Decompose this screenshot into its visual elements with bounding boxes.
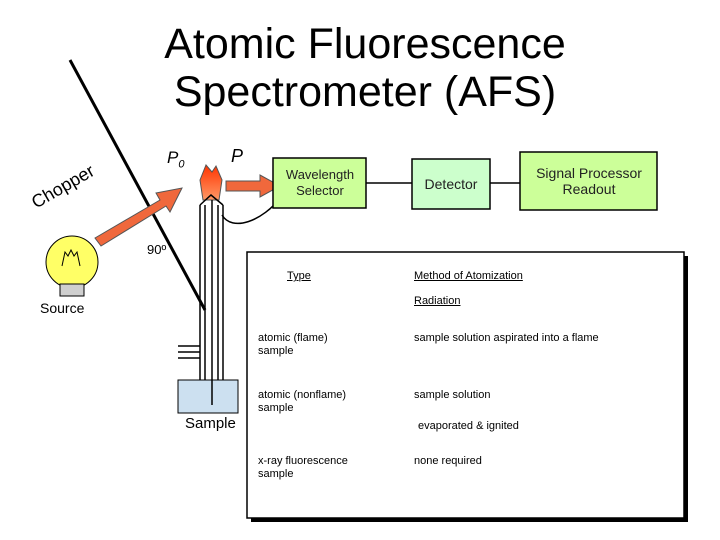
table-frame	[246, 251, 685, 519]
table-header-radiation: Radiation	[414, 295, 461, 307]
p0-subscript: 0	[178, 158, 185, 171]
table-header-method: Method of Atomization	[414, 270, 523, 282]
title-line-1: Atomic Fluorescence	[164, 20, 566, 68]
wavelength-selector-label: Wavelength Selector	[285, 167, 355, 198]
detector-box	[411, 158, 491, 210]
table-header-type: Type	[287, 270, 311, 282]
burner-assembly	[178, 194, 224, 398]
sample-label: Sample	[185, 415, 236, 432]
p-label: P	[231, 146, 244, 166]
sample-beaker	[177, 379, 239, 414]
source-label: Source	[40, 300, 85, 316]
table-row-method: sample solution aspirated into a flame	[414, 332, 599, 344]
table-row-method-continued: evaporated & ignited	[418, 420, 519, 432]
table-row-method: sample solution	[414, 389, 491, 401]
flame-icon	[199, 164, 223, 201]
incident-beam-arrow	[94, 187, 183, 247]
fluorescence-beam-arrow	[225, 174, 282, 198]
signal-processor-box	[519, 151, 658, 211]
signal-processor-label: Signal Processor Readout	[536, 165, 642, 197]
detector-label: Detector	[424, 176, 478, 192]
angle-label: 90º	[147, 242, 167, 257]
chopper-line	[68, 59, 207, 311]
table-row-method: none required	[414, 455, 482, 467]
p0-label: P0	[167, 148, 185, 171]
table-row-type: atomic (nonflame) sample	[258, 389, 347, 414]
title-line-2: Spectrometer (AFS)	[173, 68, 557, 116]
table-row-type: x-ray fluorescence sample	[258, 455, 348, 480]
page-title: Atomic Fluorescence Spectrometer (AFS)	[110, 20, 620, 116]
table-row-type: atomic (flame) sample	[258, 332, 328, 357]
source-lamp	[45, 235, 99, 297]
